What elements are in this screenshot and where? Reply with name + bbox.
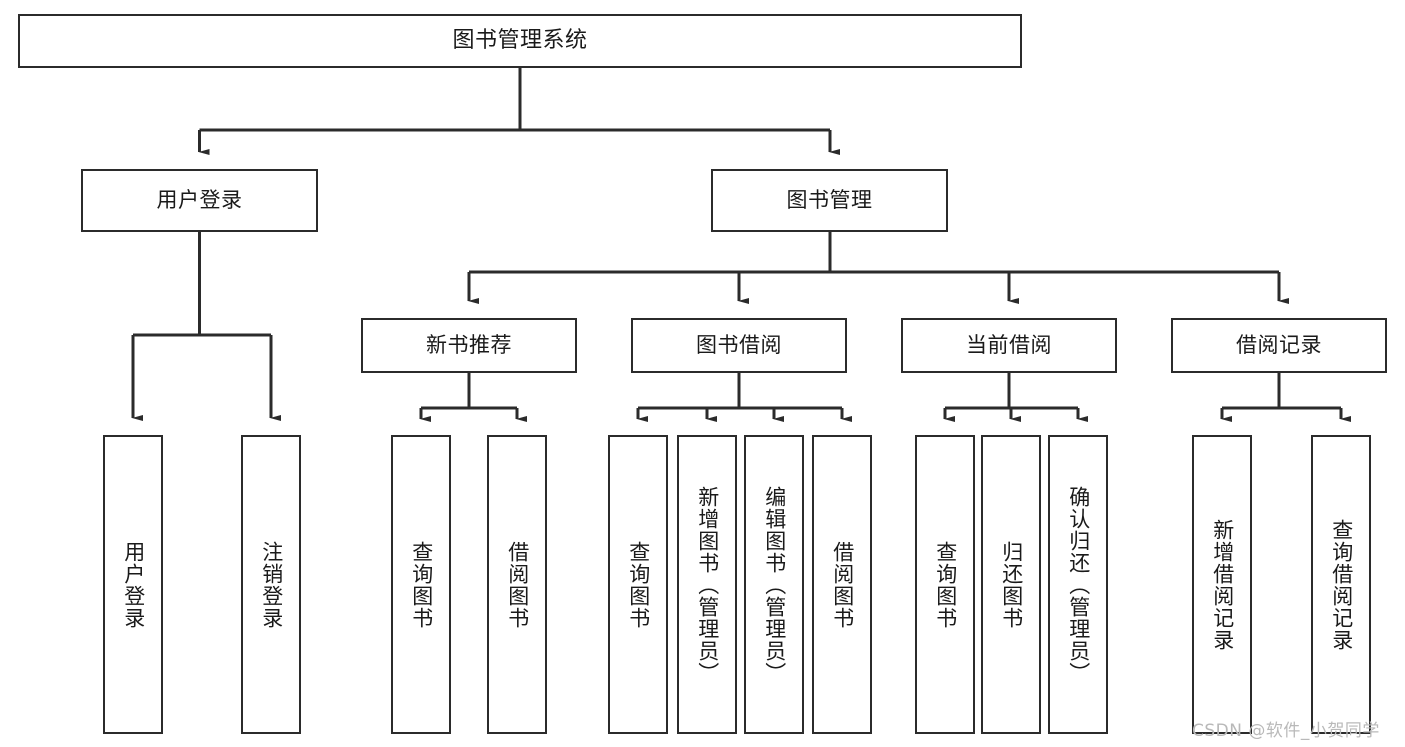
node-current-borrow-label: 当前借阅 — [966, 332, 1052, 357]
node-root[interactable]: 图书管理系统 — [18, 14, 1022, 68]
node-leaf-query-book-2[interactable]: 查询图书 — [608, 435, 668, 734]
node-leaf-user-login[interactable]: 用户登录 — [103, 435, 163, 734]
node-borrow-record-label: 借阅记录 — [1236, 332, 1322, 357]
node-leaf-borrow-book-1-label: 借阅图书 — [505, 540, 530, 629]
node-book-borrow-label: 图书借阅 — [696, 332, 782, 357]
node-book-management-label: 图书管理 — [786, 187, 873, 212]
node-leaf-add-book-label: 新增图书（管理员） — [695, 485, 720, 684]
node-user-login-label: 用户登录 — [156, 187, 243, 212]
node-leaf-query-book-1[interactable]: 查询图书 — [391, 435, 451, 734]
csdn-watermark: CSDN @软件_小贺同学 — [1192, 721, 1380, 741]
node-leaf-query-book-3-label: 查询图书 — [933, 540, 958, 629]
node-leaf-return-book-label: 归还图书 — [999, 540, 1024, 629]
node-leaf-confirm-return[interactable]: 确认归还（管理员） — [1048, 435, 1108, 734]
node-leaf-confirm-return-label: 确认归还（管理员） — [1066, 485, 1091, 684]
node-book-management[interactable]: 图书管理 — [711, 169, 948, 232]
node-user-login[interactable]: 用户登录 — [81, 169, 318, 232]
node-root-label: 图书管理系统 — [452, 27, 588, 53]
node-new-book-recommend[interactable]: 新书推荐 — [361, 318, 577, 373]
node-leaf-return-book[interactable]: 归还图书 — [981, 435, 1041, 734]
node-leaf-edit-book-label: 编辑图书（管理员） — [762, 485, 787, 684]
node-leaf-query-record-label: 查询借阅记录 — [1329, 518, 1354, 651]
node-leaf-query-book-2-label: 查询图书 — [626, 540, 651, 629]
node-leaf-add-record-label: 新增借阅记录 — [1210, 518, 1235, 651]
node-leaf-query-book-3[interactable]: 查询图书 — [915, 435, 975, 734]
node-leaf-query-book-1-label: 查询图书 — [409, 540, 434, 629]
node-borrow-record[interactable]: 借阅记录 — [1171, 318, 1387, 373]
node-leaf-query-record[interactable]: 查询借阅记录 — [1311, 435, 1371, 734]
node-leaf-edit-book[interactable]: 编辑图书（管理员） — [744, 435, 804, 734]
node-leaf-user-logout[interactable]: 注销登录 — [241, 435, 301, 734]
node-leaf-borrow-book-1[interactable]: 借阅图书 — [487, 435, 547, 734]
node-book-borrow[interactable]: 图书借阅 — [631, 318, 847, 373]
node-current-borrow[interactable]: 当前借阅 — [901, 318, 1117, 373]
node-leaf-user-logout-label: 注销登录 — [259, 540, 284, 629]
node-leaf-add-record[interactable]: 新增借阅记录 — [1192, 435, 1252, 734]
node-leaf-add-book[interactable]: 新增图书（管理员） — [677, 435, 737, 734]
node-new-book-recommend-label: 新书推荐 — [426, 332, 512, 357]
node-leaf-borrow-book-2[interactable]: 借阅图书 — [812, 435, 872, 734]
node-leaf-borrow-book-2-label: 借阅图书 — [830, 540, 855, 629]
node-leaf-user-login-label: 用户登录 — [121, 540, 146, 629]
